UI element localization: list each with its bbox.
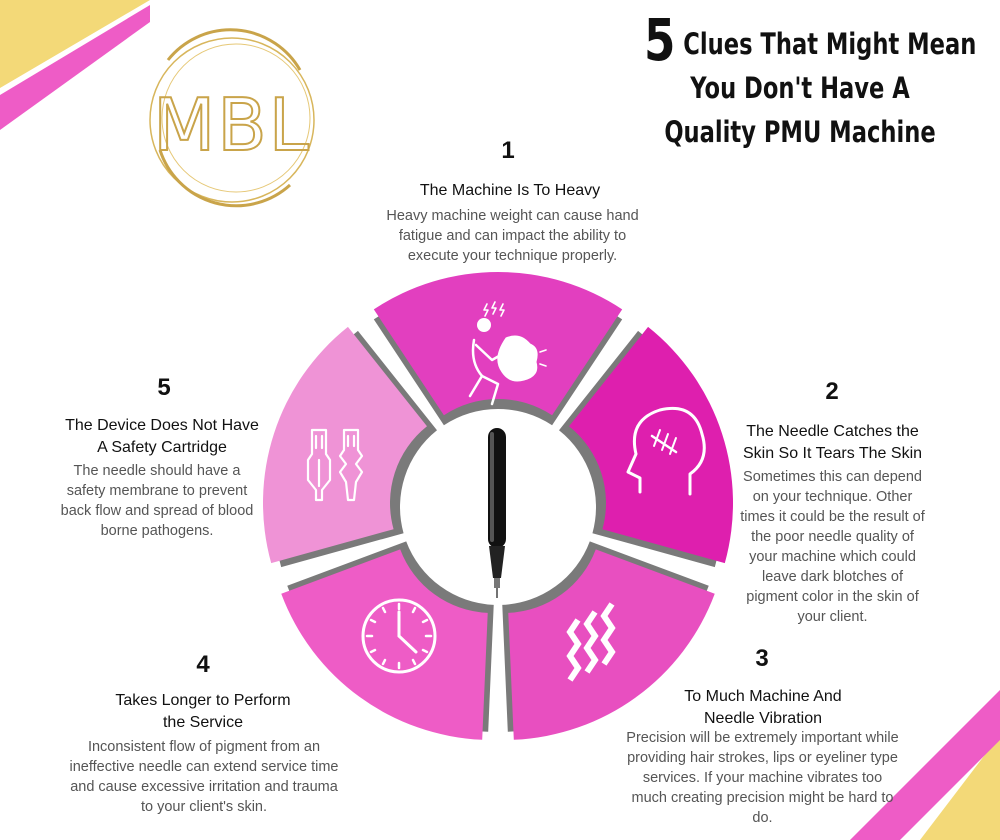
clock-icon — [361, 598, 437, 674]
donut-segment-2 — [569, 326, 733, 564]
clue-5-body: The needle should have a safety membrane… — [60, 463, 254, 539]
donut-segment-4 — [281, 549, 488, 740]
clue-2-number: 2 — [825, 378, 839, 405]
cartridge-icon — [306, 428, 364, 502]
clue-2-heading: The Needle Catches the Skin So It Tears … — [742, 423, 923, 462]
vibration-icon — [566, 602, 616, 682]
title-line-3: Quality PMU Machine — [664, 115, 936, 149]
clue-1-body: Heavy machine weight can cause hand fati… — [386, 208, 639, 264]
clue-5-heading: The Device Does Not Have A Safety Cartri… — [65, 417, 259, 456]
clue-1-number: 1 — [501, 137, 515, 164]
clue-3-number: 3 — [755, 645, 769, 672]
donut-segment-3 — [508, 549, 715, 740]
clue-3-heading: To Much Machine And Needle Vibration — [684, 688, 842, 727]
corner-pink-shape — [0, 5, 150, 130]
clue-4-heading: Takes Longer to Perform the Service — [115, 692, 291, 731]
corner-yellow-shape-br — [920, 735, 1000, 840]
clue-3-body: Precision will be extremely important wh… — [626, 730, 899, 826]
title-text-1: Clues That Might Mean — [683, 27, 977, 61]
clue-1-heading: The Machine Is To Heavy — [419, 182, 601, 199]
clue-5-number: 5 — [157, 374, 171, 401]
clue-4-body: Inconsistent flow of pigment from an ine… — [69, 739, 339, 815]
title-line-2: You Don't Have A — [690, 71, 910, 105]
head-scratch-icon — [626, 407, 706, 496]
tired-person-icon — [468, 301, 547, 406]
donut-segment-1 — [373, 272, 623, 416]
corner-yellow-shape — [0, 0, 150, 88]
title-number: 5 — [644, 6, 676, 74]
pmu-pen-icon — [488, 428, 506, 598]
clue-4-number: 4 — [196, 651, 210, 678]
corner-pink-shape-br — [850, 690, 1000, 840]
clue-2-body: Sometimes this can depend on your techni… — [740, 469, 925, 625]
